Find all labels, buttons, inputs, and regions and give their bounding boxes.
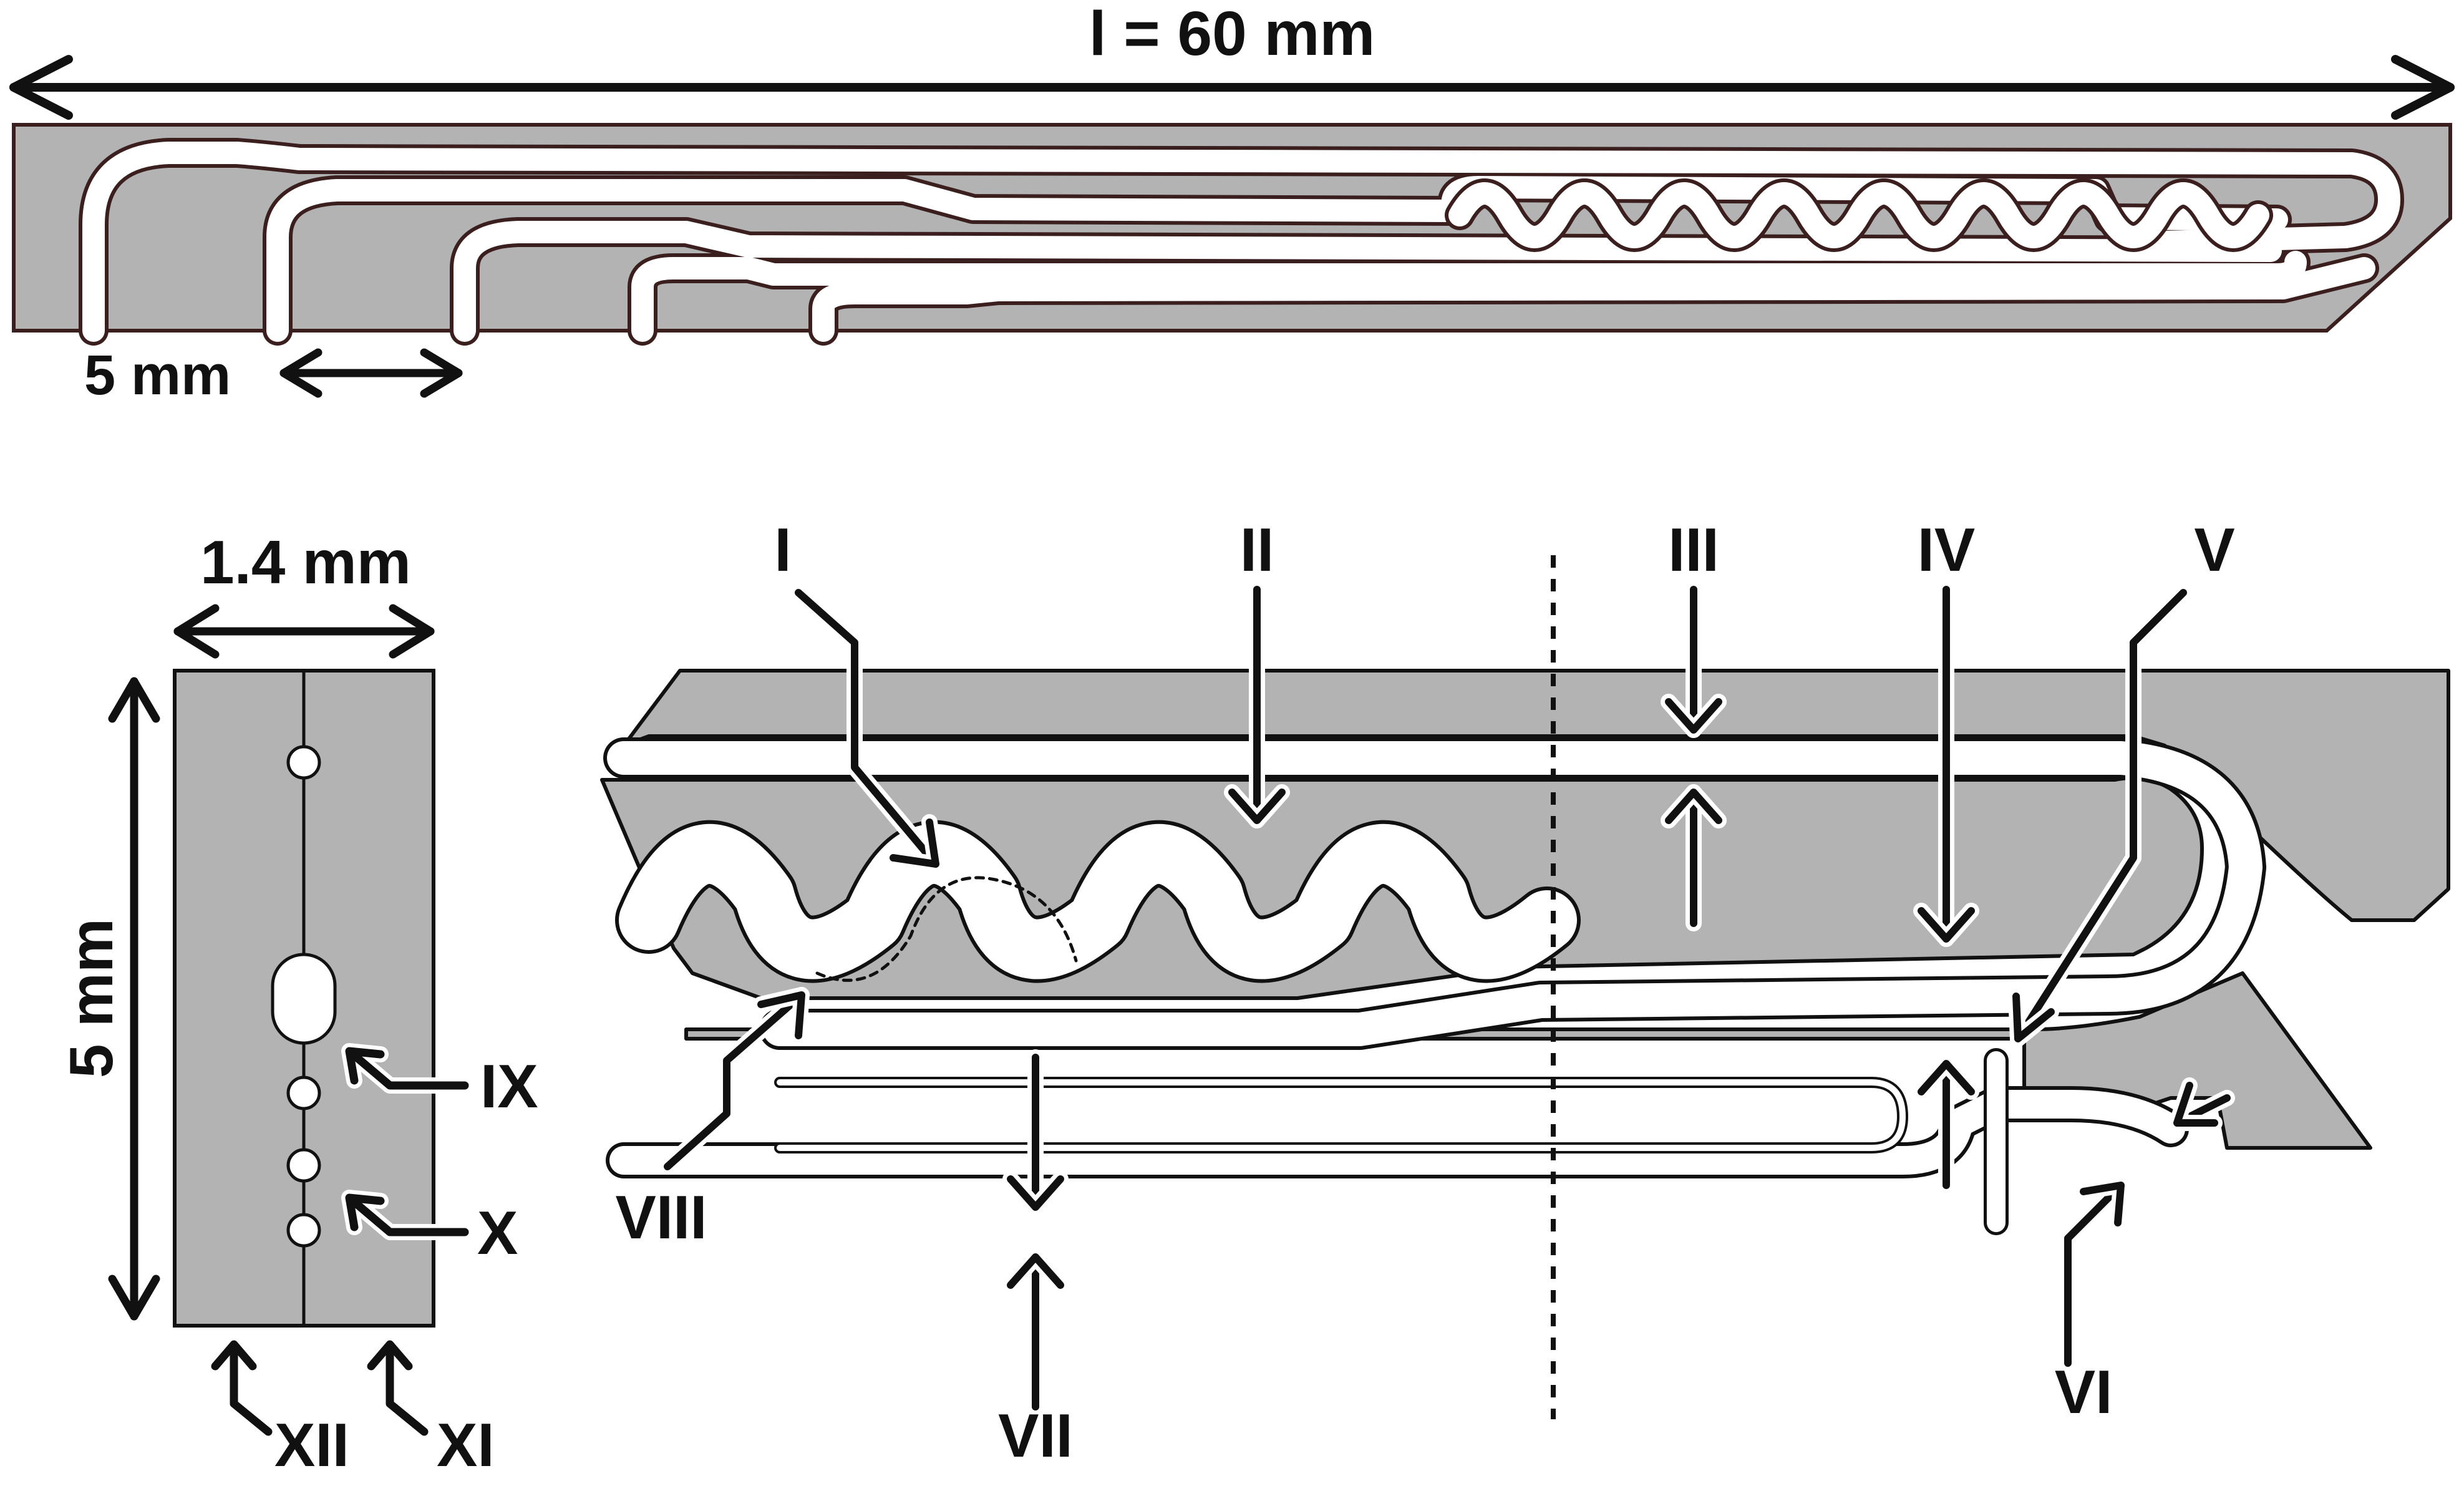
top-channels (79, 138, 2404, 346)
label-VII: VII (998, 1401, 1073, 1470)
pointer-IX (341, 1043, 473, 1094)
spacing-label: 5 mm (84, 344, 231, 407)
top-view: l = 60 mm (9, 0, 2455, 407)
label-X: X (477, 1198, 518, 1267)
label-XI: XI (437, 1411, 495, 1479)
length-label: l = 60 mm (1089, 0, 1375, 69)
width-label: 1.4 mm (200, 528, 411, 596)
height-dimension-arrow (108, 677, 160, 1321)
label-XII: XII (274, 1411, 349, 1479)
label-VIII: VIII (615, 1183, 707, 1251)
label-II: II (1240, 515, 1274, 584)
detail-meander (615, 820, 1581, 983)
channel-cross-sections (271, 745, 337, 1248)
label-V: V (2194, 515, 2234, 584)
label-IX: IX (480, 1052, 538, 1120)
detail-view: I II III IV V VI VII VIII (600, 515, 2450, 1470)
label-IV: IV (1918, 515, 1976, 584)
spacing-dimension-arrow (279, 348, 463, 398)
pointer-X (341, 1190, 473, 1240)
large-channel-section (271, 953, 337, 1045)
cross-section-view: 1.4 mm 5 mm IX (57, 528, 538, 1479)
pointer-XI (367, 1340, 429, 1436)
length-dimension-arrow (9, 55, 2455, 120)
label-III: III (1668, 515, 1719, 584)
detail-channels (603, 737, 2266, 1235)
width-dimension-arrow (173, 604, 435, 659)
label-I: I (774, 515, 791, 584)
height-label: 5 mm (57, 918, 125, 1078)
detail-pointers (659, 581, 2235, 1415)
label-VI: VI (2055, 1357, 2113, 1426)
pointer-XII (211, 1340, 273, 1436)
